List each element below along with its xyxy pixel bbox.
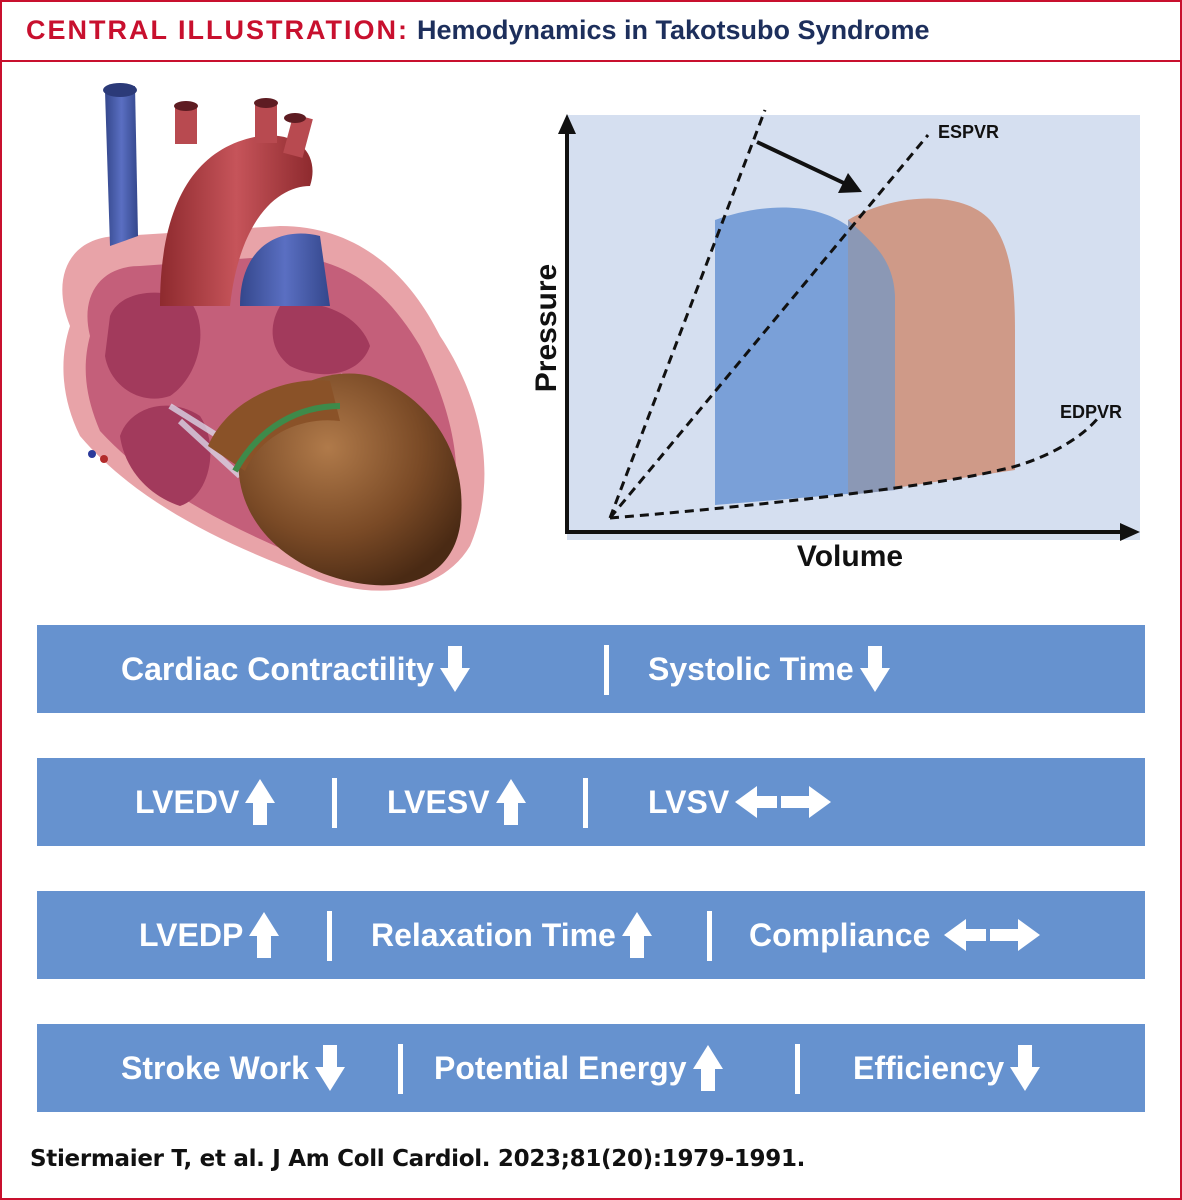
cardiac-contractility-label: Cardiac Contractility [121, 650, 434, 687]
hemodynamics-row-volumes: LVEDV LVESV LVSV [37, 758, 1145, 846]
pressure-volume-diagram: ESPVR EDPVR Volume Pressure [530, 109, 1140, 573]
arrow-down-icon [859, 646, 890, 692]
superior-vena-cava [105, 86, 138, 246]
arrow-down-icon [439, 646, 470, 692]
potential-energy-label: Potential Energy [434, 1049, 687, 1086]
lvsv-label: LVSV [648, 783, 730, 820]
edpvr-curve [609, 417, 1100, 520]
ventricle-band [232, 403, 341, 473]
potential-energy-item: Potential Energy [434, 1024, 723, 1112]
espvr-normal-line [608, 109, 767, 519]
edpvr-label: EDPVR [1060, 402, 1122, 422]
shift-arrow-head [838, 173, 862, 193]
arrow-left-right-icon [735, 786, 832, 818]
arrow-up-icon [249, 912, 280, 958]
arrow-down-icon [1010, 1045, 1041, 1091]
y-axis-arrowhead [558, 114, 576, 134]
figure-header: CENTRAL ILLUSTRATION: Hemodynamics in Ta… [0, 0, 1182, 62]
hemodynamics-row-diastolic: LVEDP Relaxation Time Compliance [37, 891, 1145, 979]
lvedv-item: LVEDV [135, 758, 276, 846]
cardiac-contractility-item: Cardiac Contractility [121, 625, 470, 713]
hemodynamics-row-contractility: Cardiac Contractility Systolic Time [37, 625, 1145, 713]
hemodynamics-row-energetics: Stroke Work Potential Energy Efficiency [37, 1024, 1145, 1112]
figure-title: Hemodynamics in Takotsubo Syndrome [416, 14, 930, 45]
systolic-time-label: Systolic Time [648, 650, 854, 687]
loop-overlap [848, 220, 895, 495]
efficiency-item: Efficiency [853, 1024, 1041, 1112]
central-illustration-label: CENTRAL ILLUSTRATION: [26, 14, 409, 45]
lvesv-item: LVESV [387, 758, 526, 846]
row-separator [332, 778, 337, 828]
espvr-label: ESPVR [938, 122, 999, 142]
espvr-takotsubo-line [608, 134, 930, 519]
row-separator [398, 1044, 403, 1094]
arrow-up-icon [495, 779, 526, 825]
lvedp-label: LVEDP [139, 916, 244, 953]
valve-chordae [168, 373, 382, 479]
compliance-label: Compliance [749, 916, 931, 953]
stroke-work-item: Stroke Work [121, 1024, 345, 1112]
row-separator [795, 1044, 800, 1094]
left-atrium-chamber [272, 303, 370, 375]
arrow-up-icon [245, 779, 276, 825]
row-separator [604, 645, 609, 695]
systolic-time-item: Systolic Time [648, 625, 890, 713]
efficiency-label: Efficiency [853, 1049, 1005, 1086]
left-ventricle-ballooning [238, 373, 462, 586]
lvedv-label: LVEDV [135, 783, 240, 820]
lvesv-label: LVESV [387, 783, 490, 820]
relaxation-time-item: Relaxation Time [371, 891, 652, 979]
heart-illustration [62, 83, 485, 591]
arrow-up-icon [692, 1045, 723, 1091]
y-axis-label: Pressure [530, 264, 563, 392]
arrow-left-right-icon [944, 919, 1041, 951]
arrow-up-icon [621, 912, 652, 958]
x-axis-label: Volume [797, 540, 903, 573]
aorta [160, 135, 313, 306]
stroke-work-label: Stroke Work [121, 1049, 309, 1086]
row-separator [707, 911, 712, 961]
right-atrium-chamber [105, 292, 201, 399]
x-axis-arrowhead [1120, 523, 1140, 541]
row-separator [583, 778, 588, 828]
lvsv-item: LVSV [648, 758, 832, 846]
citation: Stiermaier T, et al. J Am Coll Cardiol. … [30, 1146, 806, 1172]
lvedp-item: LVEDP [139, 891, 280, 979]
compliance-item: Compliance [749, 891, 1064, 979]
pulmonary-artery [240, 233, 330, 306]
row-separator [327, 911, 332, 961]
relaxation-time-label: Relaxation Time [371, 916, 616, 953]
shift-arrow-line [756, 140, 849, 187]
arrow-down-icon [314, 1045, 345, 1091]
